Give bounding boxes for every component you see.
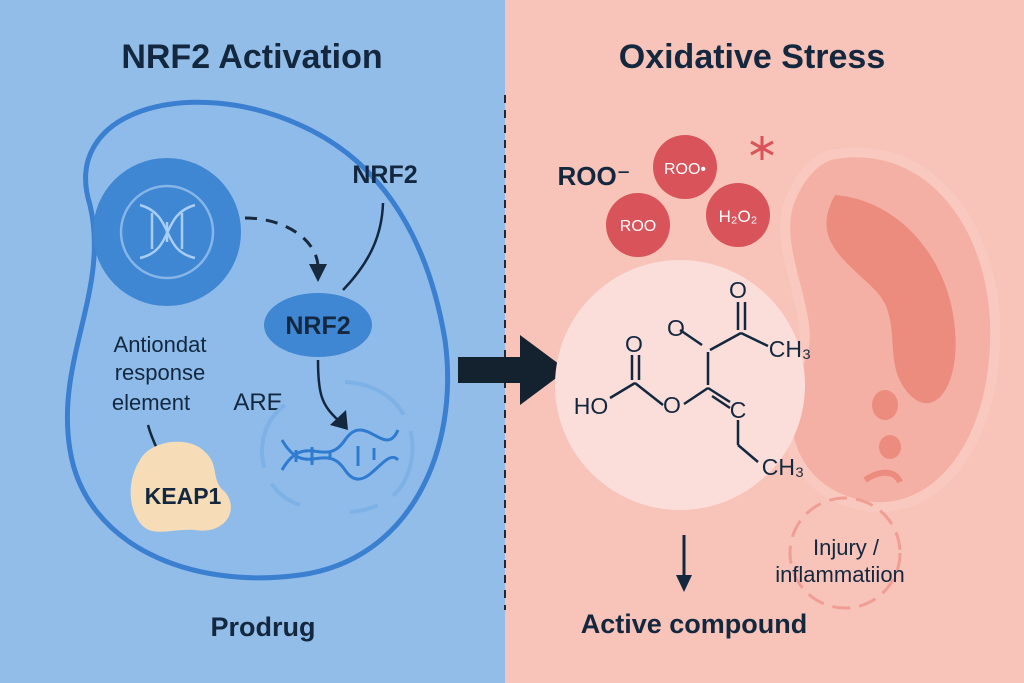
dna-helix-icon <box>280 428 400 481</box>
down-arrow-icon <box>676 575 692 592</box>
roo-label: ROO <box>620 218 656 235</box>
molecule-c: C <box>730 397 747 423</box>
are-ring-right <box>344 380 415 514</box>
molecule-o-mid: O <box>667 315 685 341</box>
left-title: NRF2 Activation <box>121 38 382 76</box>
cell-organelle <box>826 195 956 404</box>
radical-star-icon <box>750 136 774 160</box>
nrf2-label: NRF2 <box>352 161 417 189</box>
nucleus-dna-icon <box>139 203 196 260</box>
nrf2-protein-label: NRF2 <box>285 312 350 340</box>
molecule-o-top: O <box>729 277 747 303</box>
antioxidant-label-line2: response <box>115 360 206 385</box>
active-compound-label: Active compound <box>581 609 808 639</box>
antioxidant-label-line3: element <box>112 390 190 415</box>
nrf2-to-are-arrow <box>316 359 339 421</box>
prodrug-label: Prodrug <box>211 612 316 642</box>
roo-dot-bubble <box>653 135 717 199</box>
cell-vesicle-1 <box>872 390 898 420</box>
nrf2-to-are-arrow-head-icon <box>330 410 348 430</box>
keap1-label: KEAP1 <box>145 483 222 509</box>
cell-vesicle-3 <box>863 469 903 484</box>
roo-minus-label: ROO⁻ <box>558 161 631 191</box>
injury-ring <box>788 496 902 610</box>
nrf2-protein <box>264 293 372 357</box>
molecule-o-ring: O <box>663 392 681 418</box>
molecule-structure <box>609 302 769 463</box>
roo-bubble <box>606 193 670 257</box>
roo-dot-label: ROO• <box>664 161 706 178</box>
molecule-ch3-lower: CH₃ <box>762 454 805 480</box>
molecule-ch3-upper: CH₃ <box>769 336 812 362</box>
dashed-arrow <box>244 216 320 269</box>
are-ring-left <box>260 403 301 507</box>
nrf2-pointer-line <box>342 202 385 291</box>
dashed-arrow-head-icon <box>309 264 327 282</box>
are-label: ARE <box>233 389 282 416</box>
h2o2-bubble <box>706 183 770 247</box>
cell-vesicle-2 <box>879 435 901 459</box>
nucleus-inner-ring <box>119 184 215 280</box>
injury-label-line1: Injury / <box>813 535 880 560</box>
molecule-o-left: O <box>625 331 643 357</box>
right-arrow-icon <box>458 335 567 405</box>
keap1-protein <box>130 441 231 532</box>
molecule-ho: HO <box>574 393 609 419</box>
h2o2-label: H₂O₂ <box>719 207 758 226</box>
injury-label-line2: inflammatiion <box>775 562 905 587</box>
right-title: Oxidative Stress <box>619 38 885 76</box>
antioxidant-label-line1: Antiondat <box>114 332 207 357</box>
